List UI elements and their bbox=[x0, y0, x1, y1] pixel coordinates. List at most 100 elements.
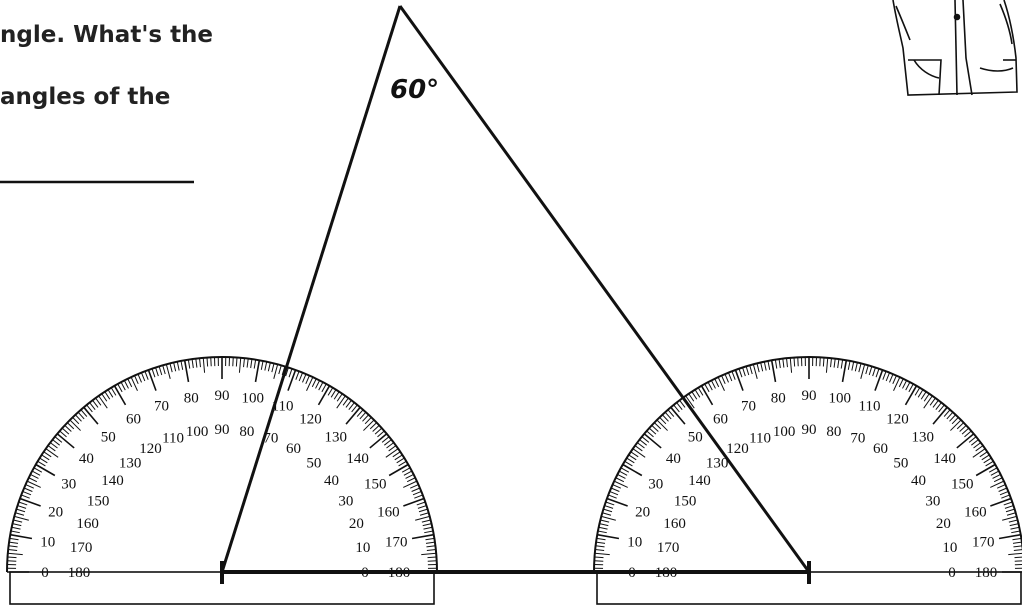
inner-scale-label: 30 bbox=[338, 494, 353, 510]
protractor-tick bbox=[369, 433, 388, 449]
protractor-tick bbox=[872, 367, 876, 377]
protractor-tick bbox=[688, 393, 695, 402]
protractor-tick bbox=[123, 380, 129, 389]
protractor-tick bbox=[979, 451, 988, 458]
protractor-tick bbox=[49, 442, 58, 449]
protractor-tick bbox=[704, 383, 710, 393]
protractor-tick bbox=[988, 467, 998, 473]
outer-scale-label: 30 bbox=[61, 477, 76, 493]
protractor-tick bbox=[742, 367, 746, 377]
inner-scale-label: 130 bbox=[706, 455, 729, 471]
protractor-tick bbox=[1013, 545, 1022, 548]
protractor-tick bbox=[403, 480, 418, 488]
protractor-tick bbox=[187, 359, 191, 369]
protractor-tick bbox=[306, 376, 314, 391]
protractor-tick bbox=[8, 549, 18, 551]
protractor-tick bbox=[37, 460, 46, 467]
outer-scale-label: 160 bbox=[964, 504, 987, 520]
protractor-tick bbox=[92, 399, 99, 408]
inner-scale-label: 120 bbox=[726, 441, 749, 457]
protractor-tick bbox=[30, 473, 39, 479]
protractor-tick bbox=[421, 552, 437, 556]
protractor-tick bbox=[72, 416, 80, 425]
protractor-tick bbox=[12, 523, 22, 527]
protractor-tick bbox=[865, 365, 869, 375]
protractor-tick bbox=[11, 526, 21, 530]
outer-scale-label: 80 bbox=[184, 391, 199, 407]
protractor-tick bbox=[83, 406, 99, 425]
outer-scale-label: 150 bbox=[364, 477, 387, 493]
protractor-tick bbox=[731, 371, 736, 380]
protractor-tick bbox=[425, 537, 435, 541]
inner-scale-label: 130 bbox=[119, 455, 142, 471]
outer-scale-label: 90 bbox=[802, 388, 817, 404]
protractor-tick bbox=[377, 430, 385, 438]
inner-scale-label: 70 bbox=[850, 431, 865, 447]
inner-scale-label: 20 bbox=[349, 516, 364, 532]
protractor-tick bbox=[860, 364, 866, 379]
protractor-tick bbox=[15, 512, 25, 516]
protractor-tick bbox=[604, 505, 614, 509]
protractor-tick bbox=[45, 448, 59, 458]
protractor-tick bbox=[388, 445, 397, 452]
protractor-tick bbox=[889, 373, 894, 383]
protractor-tick bbox=[1010, 526, 1020, 530]
outer-scale-label: 50 bbox=[101, 429, 116, 445]
outer-scale-label: 70 bbox=[741, 399, 756, 415]
outer-scale-label: 30 bbox=[648, 477, 663, 493]
protractor-tick bbox=[191, 359, 194, 369]
protractor-tick bbox=[381, 436, 390, 443]
protractor-tick bbox=[833, 358, 836, 368]
protractor-tick bbox=[724, 373, 729, 383]
protractor-tick bbox=[169, 363, 173, 373]
protractor-tick bbox=[622, 463, 643, 477]
protractor-tick bbox=[254, 360, 261, 383]
protractor-tick bbox=[348, 402, 355, 410]
protractor-tick bbox=[923, 393, 930, 402]
protractor-tick bbox=[612, 484, 622, 489]
protractor-tick bbox=[617, 473, 626, 479]
inner-scale-label: 10 bbox=[355, 540, 370, 556]
protractor-tick bbox=[41, 454, 50, 461]
protractor-tick bbox=[345, 399, 352, 408]
protractor-tick bbox=[597, 533, 620, 540]
protractor-tick bbox=[893, 376, 901, 391]
protractor-tick bbox=[685, 395, 695, 409]
protractor-tick bbox=[356, 409, 364, 417]
protractor-tick bbox=[1006, 512, 1016, 516]
protractor-tick bbox=[885, 372, 891, 382]
protractor-tick bbox=[409, 484, 419, 489]
protractor-tick bbox=[388, 463, 409, 477]
outer-scale-label: 90 bbox=[215, 388, 230, 404]
protractor-tick bbox=[734, 369, 744, 391]
protractor-tick bbox=[938, 404, 945, 413]
protractor-tick bbox=[130, 376, 138, 391]
protractor-tick bbox=[756, 363, 760, 373]
protractor-tick bbox=[841, 360, 848, 383]
protractor-tick bbox=[246, 358, 249, 368]
protractor-tick bbox=[946, 411, 954, 420]
outer-scale-label: 60 bbox=[126, 412, 141, 428]
protractor-tick bbox=[983, 457, 992, 464]
protractor-tick bbox=[691, 391, 698, 400]
protractor-tick bbox=[595, 549, 605, 551]
protractor-tick bbox=[318, 381, 324, 391]
protractor-tick bbox=[641, 436, 650, 443]
protractor-tick bbox=[664, 411, 672, 420]
inner-scale-label: 60 bbox=[873, 441, 888, 457]
protractor-tick bbox=[47, 445, 56, 452]
protractor-tick bbox=[892, 375, 897, 385]
protractor-tick bbox=[904, 385, 918, 406]
protractor-tick bbox=[990, 497, 1012, 507]
protractor-tick bbox=[679, 399, 686, 408]
outer-scale-label: 110 bbox=[859, 399, 881, 415]
outer-scale-label: 100 bbox=[241, 391, 264, 407]
protractor-tick bbox=[998, 487, 1008, 492]
protractor-tick bbox=[287, 369, 297, 391]
protractor-tick bbox=[596, 541, 606, 544]
inner-scale-label: 40 bbox=[911, 473, 926, 489]
protractor-tick bbox=[601, 515, 616, 521]
protractor-tick bbox=[964, 430, 972, 438]
protractor-tick bbox=[403, 497, 425, 507]
protractor-tick bbox=[868, 366, 873, 376]
